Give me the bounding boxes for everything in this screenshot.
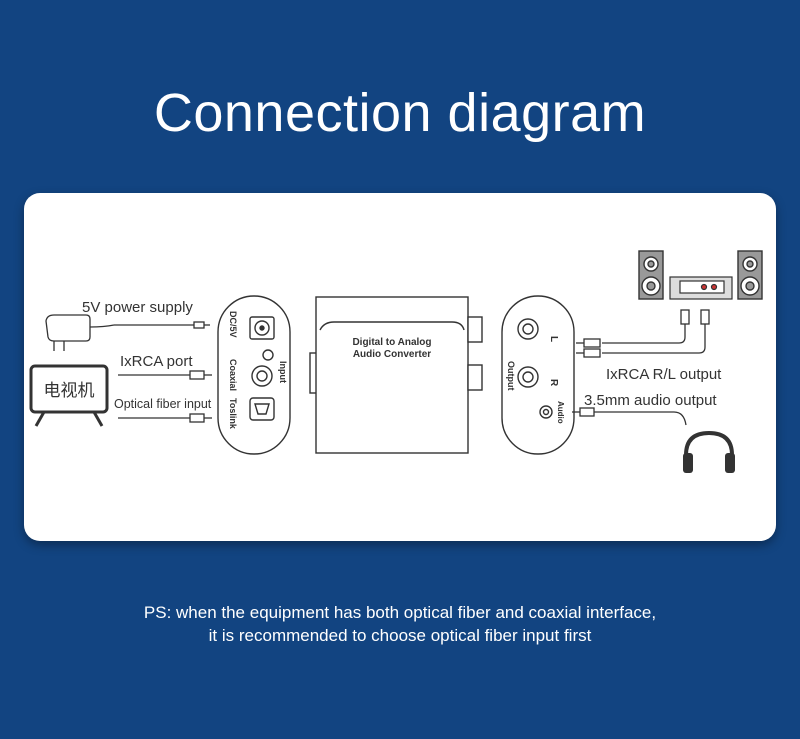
device-name-line1: Digital to Analog xyxy=(352,337,431,348)
left-label: L xyxy=(548,336,559,342)
converter-box xyxy=(309,296,483,454)
power-adapter-icon xyxy=(45,314,210,351)
toslink-label: Toslink xyxy=(228,398,238,430)
amplifier-icon xyxy=(669,276,733,300)
connection-diagram: 5V power supply 电视机 IxRCA port Optical f… xyxy=(29,250,763,473)
coaxial-label: Coaxial xyxy=(228,359,238,391)
power-supply-label: 5V power supply xyxy=(82,299,193,316)
speakers-icon xyxy=(638,250,763,300)
tv-label: 电视机 xyxy=(44,381,95,400)
audio-label: Audio xyxy=(556,401,565,424)
rca-input-cable xyxy=(118,370,212,380)
dc-label: DC/5V xyxy=(228,311,238,338)
page-title: Connection diagram xyxy=(153,83,647,143)
optical-input-label: Optical fiber input xyxy=(114,397,212,411)
audio-output-cable xyxy=(572,407,687,426)
input-panel xyxy=(217,295,291,455)
output-panel xyxy=(501,295,575,455)
rca-output-cables xyxy=(576,309,710,358)
right-label: R xyxy=(548,379,559,387)
rca-output-label: IxRCA R/L output xyxy=(606,366,722,383)
audio-output-label: 3.5mm audio output xyxy=(584,392,717,409)
device-name-line2: Audio Converter xyxy=(353,349,431,360)
note-line-1: PS: when the equipment has both optical … xyxy=(143,603,657,622)
diagram-card: 5V power supply 电视机 IxRCA port Optical f… xyxy=(24,193,776,541)
tv-icon xyxy=(29,364,109,427)
headphones-icon xyxy=(683,430,735,473)
input-label: Input xyxy=(278,361,288,383)
rca-port-label: IxRCA port xyxy=(120,353,193,370)
note-line-2: it is recommended to choose optical fibe… xyxy=(208,626,592,645)
output-label: Output xyxy=(506,361,516,391)
optical-input-cable xyxy=(118,413,212,423)
